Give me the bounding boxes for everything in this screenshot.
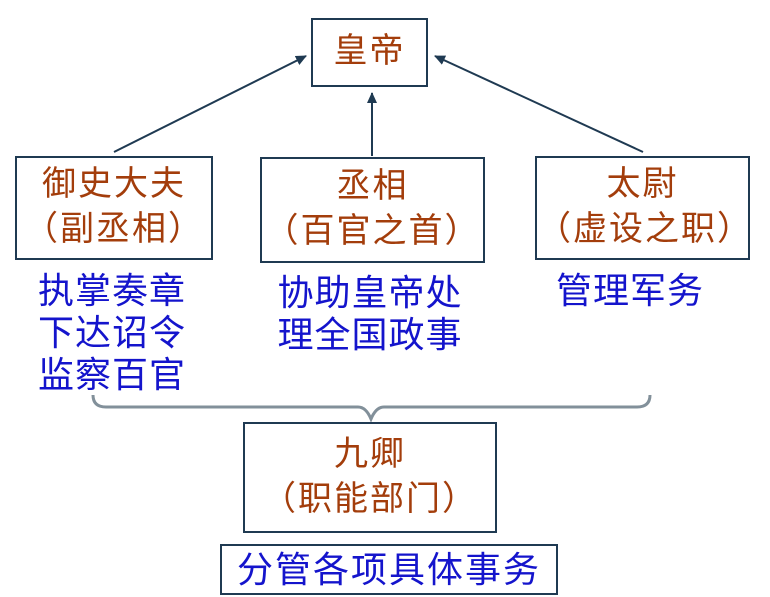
censor-duty-line: 下达诏令 (37, 313, 186, 354)
node-chancellor-subtitle: （百官之首） (264, 213, 481, 250)
node-emperor: 皇帝 (311, 18, 428, 87)
censor-duties-text: 执掌奏章 下达诏令 监察百官 (22, 270, 202, 396)
nine-ministers-duties-box: 分管各项具体事务 (220, 544, 558, 595)
chancellor-duties-text: 协助皇帝处 理全国政事 (268, 272, 472, 356)
node-nine-ministers-subtitle: （职能部门） (262, 480, 478, 518)
arrow-commandant-to-emperor (434, 55, 644, 153)
node-nine-ministers: 九卿 （职能部门） (243, 422, 497, 533)
node-chancellor-title: 丞相 (336, 168, 409, 206)
node-chancellor: 丞相 （百官之首） (260, 157, 485, 263)
chancellor-duty-line: 理全国政事 (277, 315, 463, 356)
node-censor: 御史大夫 （副丞相） (15, 156, 213, 260)
node-commandant-subtitle: （虚设之职） (537, 211, 753, 248)
node-censor-title: 御史大夫 (42, 166, 186, 204)
node-nine-ministers-title: 九卿 (334, 435, 406, 473)
censor-duty-line: 执掌奏章 (37, 271, 186, 311)
brace-to-nine-ministers (91, 394, 652, 423)
node-commandant: 太尉 （虚设之职） (535, 156, 753, 260)
commandant-duty-line: 管理军务 (555, 271, 704, 311)
chancellor-duty-line: 协助皇帝处 (277, 273, 463, 313)
censor-duty-line: 监察百官 (37, 355, 186, 396)
arrow-censor-to-emperor (113, 55, 307, 153)
node-censor-subtitle: （副丞相） (24, 211, 204, 248)
nine-ministers-duties-text: 分管各项具体事务 (236, 549, 541, 590)
node-emperor-label: 皇帝 (333, 33, 406, 71)
node-commandant-title: 太尉 (606, 166, 679, 204)
commandant-duties-text: 管理军务 (548, 270, 712, 312)
